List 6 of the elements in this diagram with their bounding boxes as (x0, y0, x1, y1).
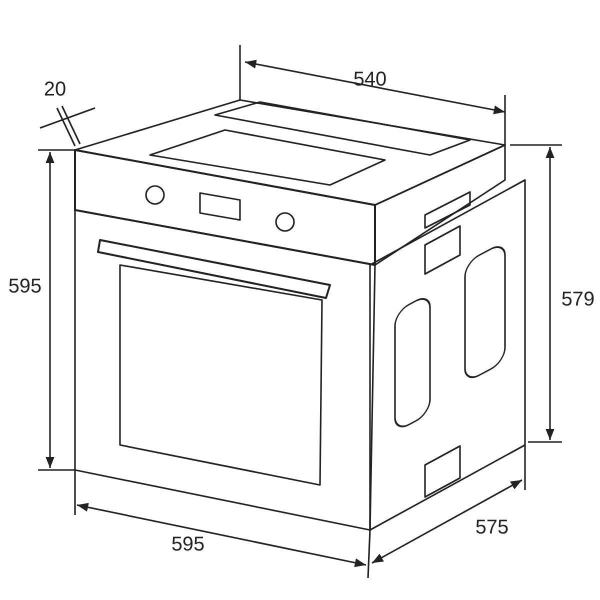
dimension-label: 595 (171, 534, 205, 556)
dimension-label: 575 (475, 516, 509, 540)
dimension-label: 540 (353, 68, 387, 92)
dimension-label: 595 (8, 276, 42, 298)
dimension-label: 579 (561, 288, 595, 312)
dimension-label: 20 (44, 78, 66, 102)
